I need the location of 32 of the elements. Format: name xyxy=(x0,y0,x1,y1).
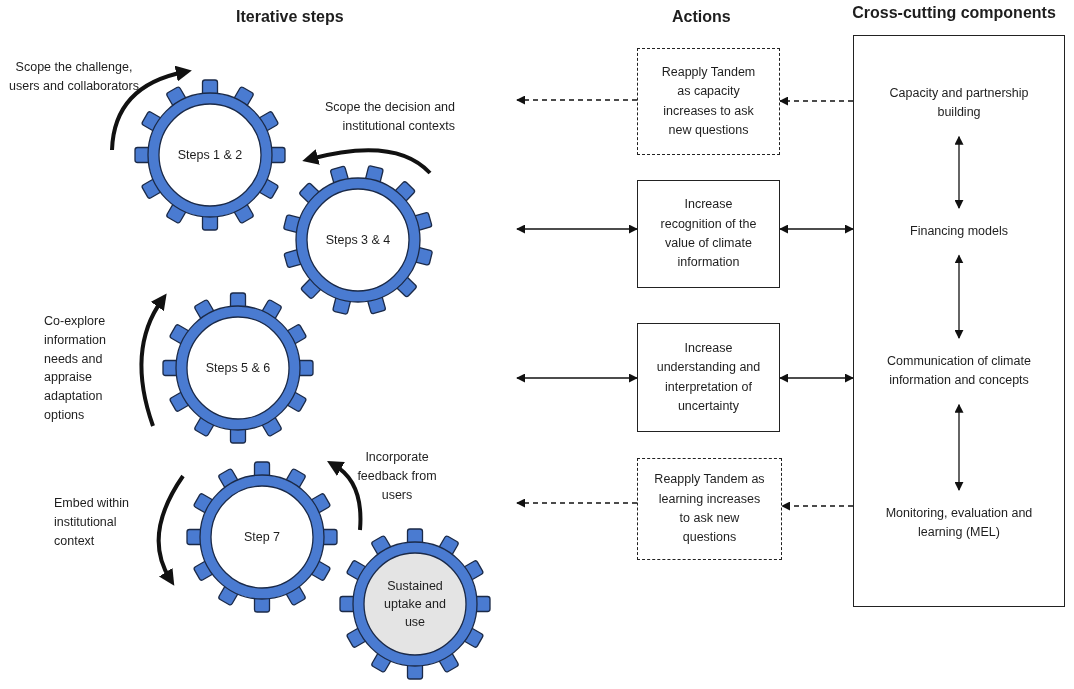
step-label: Steps 1 & 2 xyxy=(176,146,244,164)
component-text: Communication of climate information and concepts xyxy=(876,338,1042,405)
arrow xyxy=(516,224,638,234)
arrow xyxy=(516,373,638,383)
column-heading: Cross-cutting components xyxy=(851,4,1057,22)
action-box: Increase understanding and interpretation of uncertainty xyxy=(637,323,780,432)
step-label: Steps 5 & 6 xyxy=(204,359,272,377)
arrow xyxy=(779,96,854,106)
column-heading: Iterative steps xyxy=(236,8,344,26)
step-description: Incorporate feedback from users xyxy=(356,449,438,504)
component-text: Monitoring, evaluation and learning (MEL) xyxy=(876,490,1042,557)
step-label: Steps 3 & 4 xyxy=(324,231,392,249)
column-heading: Actions xyxy=(672,8,731,26)
action-box: Increase recognition of the value of climate information xyxy=(637,180,780,288)
step-description: Co-explore information needs and appraise adaptation options xyxy=(44,313,107,424)
step-description: Scope the decision and institutional contexts xyxy=(324,99,455,135)
component-text: Financing models xyxy=(884,208,1034,256)
step-description: Scope the challenge, users and collaborators xyxy=(8,59,140,95)
arrow xyxy=(954,403,964,491)
step-label: Sustained uptake and use xyxy=(383,577,447,632)
step-label: Step 7 xyxy=(242,528,282,546)
action-box: Reapply Tandem as learning increases to ask new questions xyxy=(637,458,782,560)
arrow xyxy=(954,135,964,209)
arrow xyxy=(781,501,854,511)
arrow xyxy=(779,373,854,383)
arrow xyxy=(516,95,638,105)
arrow xyxy=(954,254,964,339)
step-description: Embed within institutional context xyxy=(54,495,131,550)
arrow xyxy=(779,224,854,234)
arrow xyxy=(516,498,638,508)
action-box: Reapply Tandem as capacity increases to ask new questions xyxy=(637,48,780,155)
component-text: Capacity and partnership building xyxy=(884,70,1034,137)
